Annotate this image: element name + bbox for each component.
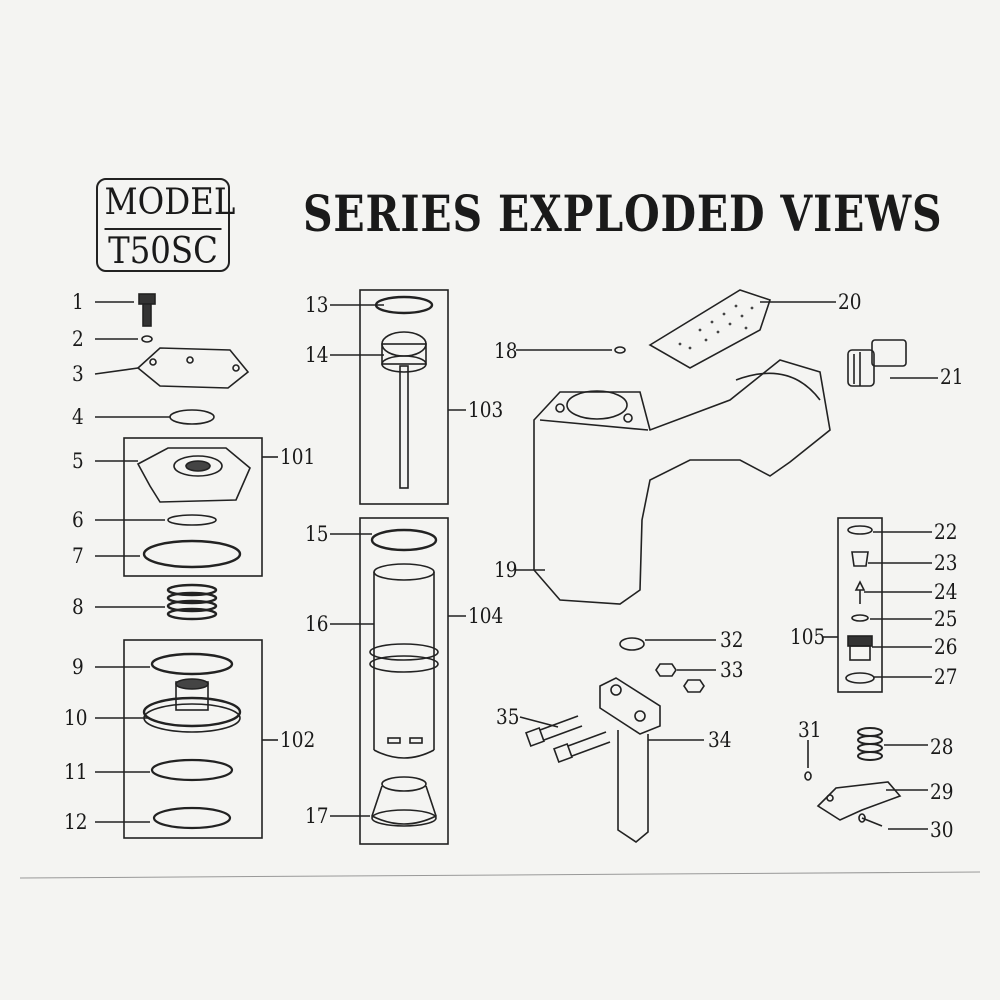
callout-c13: 13 [305,293,329,317]
part-nut-33b [683,679,705,693]
part-housing-19 [533,359,831,605]
part-oring-25 [851,614,869,622]
callout-c23: 23 [934,551,958,575]
callout-c8: 8 [72,595,84,619]
callout-c103: 103 [468,398,504,422]
callout-c10: 10 [64,706,88,730]
callout-c22: 22 [934,520,958,544]
callout-c17: 17 [305,804,329,828]
model-box: MODEL T50SC [96,178,235,272]
callout-c5: 5 [72,449,84,473]
part-cover-plate-3 [136,347,250,389]
group-box-102 [123,639,263,839]
callout-c12: 12 [64,810,88,834]
group-box-103 [359,289,449,505]
callout-c35: 35 [496,705,520,729]
part-washer-18 [614,346,626,354]
callout-c3: 3 [72,362,84,386]
model-label: MODEL [104,180,235,230]
part-nose-34 [599,677,661,843]
part-oring-12 [152,806,232,830]
group-box-105 [837,517,883,693]
callout-c28: 28 [930,735,954,759]
part-spring-28 [857,727,883,761]
part-bumper-17 [371,776,437,827]
callout-c21: 21 [940,365,964,389]
part-trigger-29 [816,781,902,821]
part-valve-body-26 [847,635,873,661]
part-screw-1 [138,293,156,327]
part-nut-33a [655,663,677,677]
callout-c1: 1 [72,290,84,314]
part-spring-8 [166,583,218,621]
callout-c24: 24 [934,580,958,604]
part-piston-10 [142,678,242,733]
callout-c29: 29 [930,780,954,804]
part-disc-4 [169,409,215,425]
part-washer-2 [141,335,153,343]
callout-c26: 26 [934,635,958,659]
part-washer-22 [847,525,873,535]
callout-c15: 15 [305,522,329,546]
callout-c102: 102 [280,728,316,752]
part-oring-27 [845,672,875,684]
part-bolts-35 [525,715,611,763]
callout-c9: 9 [72,655,84,679]
callout-c2: 2 [72,327,84,351]
part-oring-9 [150,652,234,676]
part-pin-31 [804,771,812,781]
part-valve-stem-24 [854,580,866,604]
callout-c34: 34 [708,728,732,752]
callout-c11: 11 [64,760,88,784]
callout-c32: 32 [720,628,744,652]
callout-c31: 31 [798,718,822,742]
part-washer-32 [619,637,645,651]
callout-c16: 16 [305,612,329,636]
callout-c20: 20 [838,290,862,314]
callout-c105: 105 [790,625,826,649]
group-box-101 [123,437,263,577]
part-cylinder-16 [369,563,439,759]
callout-c19: 19 [494,558,518,582]
part-trigger-pin-30 [858,813,883,827]
model-number: T50SC [108,231,218,272]
part-oring-7 [142,539,242,569]
callout-c6: 6 [72,508,84,532]
callout-c7: 7 [72,544,84,568]
callout-c4: 4 [72,405,84,429]
part-oring-15 [370,528,438,552]
callout-c27: 27 [934,665,958,689]
callout-c18: 18 [494,339,518,363]
leader-lines-left [94,301,278,823]
part-cylinder-head-5 [136,447,251,503]
callout-c14: 14 [305,343,329,367]
callout-c33: 33 [720,658,744,682]
part-oring-11 [150,758,234,782]
part-oring-6 [167,514,217,526]
callout-c101: 101 [280,445,316,469]
part-oring-13 [374,295,434,315]
callout-c104: 104 [468,604,504,628]
callout-c25: 25 [934,607,958,631]
part-grip-pad-20 [648,289,772,369]
part-valve-cap-23 [851,551,869,567]
group-box-104 [359,517,449,845]
part-air-fitting-21 [847,339,907,387]
callout-c30: 30 [930,818,954,842]
part-driver-14 [381,331,427,489]
